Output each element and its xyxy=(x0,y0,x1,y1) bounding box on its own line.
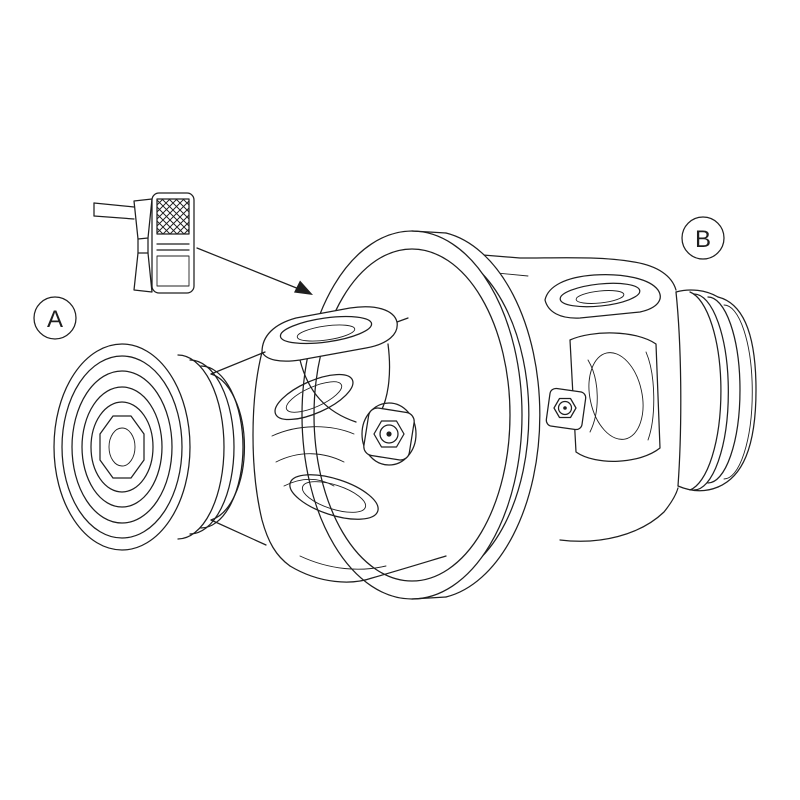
guard-disc xyxy=(301,230,541,600)
left-splined-collar xyxy=(53,343,246,551)
right-lug-plate xyxy=(544,274,661,319)
center-bolt xyxy=(361,402,417,466)
right-lug-hole xyxy=(559,282,641,308)
knurl-hatch-icon xyxy=(156,198,190,235)
front-yoke xyxy=(252,306,447,583)
right-shaft-end xyxy=(675,289,757,492)
callout-a-circle xyxy=(33,296,77,340)
right-grease-bolt xyxy=(545,387,587,431)
spline-bore xyxy=(99,415,145,479)
callout-a-label: A xyxy=(47,306,63,333)
shaft-neck xyxy=(210,351,267,546)
callout-b-circle xyxy=(681,216,725,260)
callout-b-label: B xyxy=(695,226,711,253)
inset-detail-drawing xyxy=(93,192,195,294)
leader-arrow xyxy=(196,247,313,295)
upper-bearing-cup xyxy=(274,373,354,421)
callout-b-badge: B xyxy=(681,216,725,260)
knurled-fitting-body xyxy=(151,192,195,294)
front-lug-hole xyxy=(279,315,373,345)
right-yoke xyxy=(445,251,679,542)
arrowhead-icon xyxy=(294,280,313,295)
callout-a-badge: A xyxy=(33,296,77,340)
right-yoke-window xyxy=(569,332,661,462)
